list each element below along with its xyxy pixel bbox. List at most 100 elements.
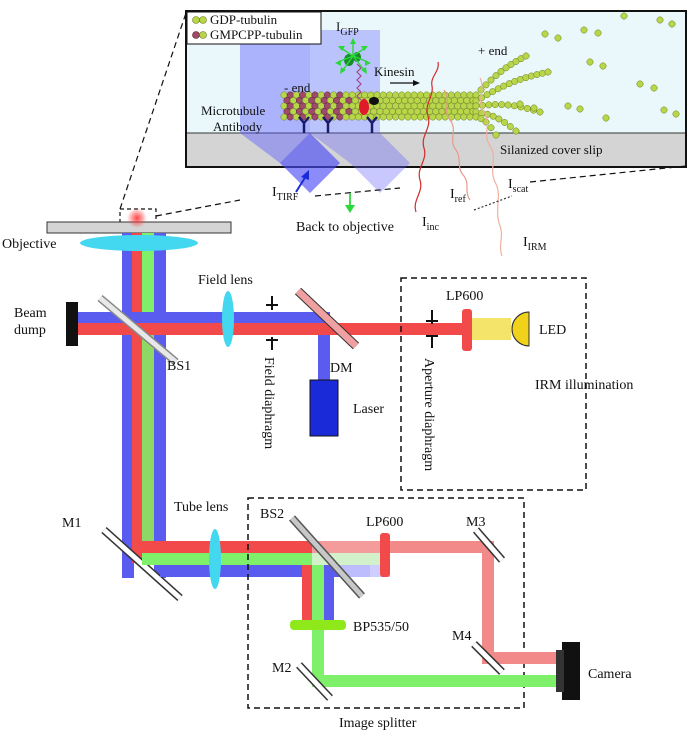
m3-label: M3 xyxy=(466,515,485,530)
gdp-tubulin xyxy=(522,52,530,60)
minus-end-label: - end xyxy=(284,80,311,95)
beam-red-to-m3 xyxy=(390,541,490,553)
gdp-tubulin xyxy=(497,68,505,75)
gdp-tubulin xyxy=(466,113,474,121)
gmpcpp-tubulin xyxy=(311,113,319,121)
free-tubulin xyxy=(599,62,607,70)
gdp-tubulin xyxy=(482,118,490,126)
antibody xyxy=(366,116,378,133)
irm-illumination-label: IRM illumination xyxy=(535,378,633,393)
bs2-label: BS2 xyxy=(260,507,284,522)
kinesin-direction-arrowhead xyxy=(413,80,420,86)
gmpcpp-tubulin xyxy=(286,113,294,121)
kinesin-head xyxy=(369,97,379,105)
led-dome xyxy=(511,311,530,347)
free-tubulin xyxy=(516,100,524,108)
gmpcpp-tubulin xyxy=(342,113,350,121)
beam-red-horizontal xyxy=(75,323,465,335)
gdp-tubulin xyxy=(454,113,462,121)
tube-lens xyxy=(209,529,221,589)
dichroic-mirror-inner xyxy=(295,288,359,349)
kinesin-head xyxy=(359,99,369,115)
field-lens xyxy=(222,291,234,347)
microtubule xyxy=(280,12,680,139)
free-tubulin xyxy=(660,106,668,114)
plus-end-label: + end xyxy=(478,43,508,58)
legend-gmpcpp-swatch xyxy=(199,31,207,39)
free-tubulin xyxy=(594,29,602,37)
field-diaphragm-label: Field diaphragm xyxy=(261,357,276,449)
zoom-line-right-3 xyxy=(529,165,687,183)
laser-label: Laser xyxy=(353,402,384,417)
i-scat-label: Iscat xyxy=(508,177,528,195)
i-tirf-arrow xyxy=(295,175,307,193)
gdp-tubulin xyxy=(487,76,495,84)
legend-gmpcpp-swatch xyxy=(192,31,200,39)
emission-arrowhead xyxy=(335,60,341,66)
lp600-filter-bottom xyxy=(380,533,390,577)
tirf-beam-overlap xyxy=(280,133,340,193)
gdp-tubulin xyxy=(379,113,387,121)
gdp-tubulin xyxy=(483,91,491,99)
legend-gdp-swatch xyxy=(199,16,207,24)
kinesin-stalk xyxy=(356,63,362,101)
objective-lens xyxy=(80,235,198,251)
beam-red-to-camera xyxy=(482,652,560,664)
camera-label: Camera xyxy=(588,667,632,682)
bs1-label: BS1 xyxy=(167,359,191,374)
aperture-diaphragm-label: Aperture diaphragm xyxy=(421,358,436,471)
image-splitter-box xyxy=(247,497,525,709)
gdp-tubulin xyxy=(504,101,512,109)
emission-arrowhead xyxy=(361,67,367,74)
gdp-tubulin xyxy=(523,104,531,112)
gdp-tubulin xyxy=(487,124,495,132)
beam-green-to-bs2 xyxy=(142,553,312,565)
beam-blue-down xyxy=(324,575,334,623)
antibody xyxy=(298,116,310,133)
beam-red-m3-down xyxy=(482,541,494,656)
free-tubulin xyxy=(580,26,588,34)
reflected-wave xyxy=(443,89,471,201)
free-tubulin xyxy=(620,12,628,20)
gdp-tubulin xyxy=(536,108,544,116)
gdp-tubulin xyxy=(385,113,393,121)
kinesin-label: Kinesin xyxy=(374,64,415,79)
back-to-objective-arrowhead xyxy=(345,205,355,213)
emission-arrowhead xyxy=(340,67,346,74)
camera-lens xyxy=(556,650,564,692)
gdp-tubulin xyxy=(492,131,500,139)
gdp-tubulin xyxy=(348,113,356,121)
i-gfp-label: IGFP xyxy=(336,19,359,38)
gdp-tubulin xyxy=(544,68,552,76)
gdp-tubulin xyxy=(489,88,497,96)
free-tubulin xyxy=(668,20,676,28)
antibody xyxy=(322,116,334,133)
gdp-tubulin xyxy=(502,64,510,72)
free-tubulin xyxy=(564,102,572,110)
legend-box xyxy=(186,11,322,45)
m2-mirror-inner xyxy=(297,663,332,700)
gdp-tubulin xyxy=(506,123,514,131)
beam-dump-label-1: Beam xyxy=(14,306,47,321)
zoom-line-left xyxy=(119,12,187,210)
gdp-tubulin xyxy=(477,115,485,123)
gdp-tubulin xyxy=(410,113,418,121)
legend-gdp-label: GDP-tubulin xyxy=(210,12,278,27)
bp535-label: BP535/50 xyxy=(353,620,409,635)
free-tubulin xyxy=(656,16,664,24)
gdp-tubulin xyxy=(354,113,362,121)
free-tubulin xyxy=(576,105,584,113)
gdp-tubulin xyxy=(482,81,490,89)
bp535-filter xyxy=(290,620,346,630)
gdp-tubulin xyxy=(460,113,468,121)
beam-blue-vertical-2 xyxy=(154,233,166,578)
gdp-tubulin xyxy=(472,102,480,110)
sample-spot xyxy=(127,208,147,228)
beam-dump xyxy=(66,302,78,346)
kinesin xyxy=(335,38,420,115)
cover-slip-label: Silanized cover slip xyxy=(500,142,603,157)
gdp-tubulin xyxy=(492,72,500,80)
beam-blue-faded xyxy=(340,565,390,577)
gdp-tubulin xyxy=(489,112,497,120)
